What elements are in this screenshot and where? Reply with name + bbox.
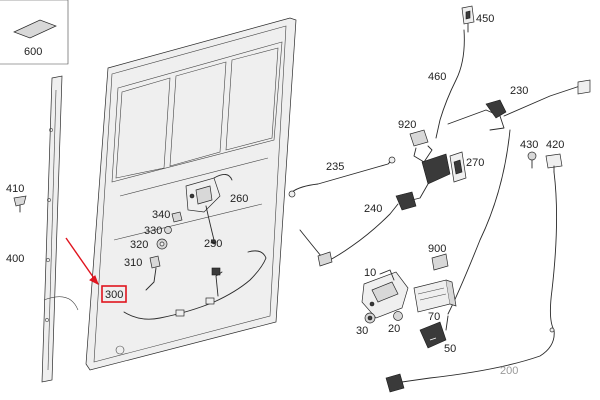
bracket-450	[461, 5, 475, 33]
part-label-300[interactable]: 300	[105, 289, 123, 301]
part-label-260[interactable]: 260	[230, 193, 248, 205]
part-label-250[interactable]: 250	[204, 238, 222, 250]
part-label-50[interactable]: 50	[444, 343, 456, 355]
highlight-box-300	[101, 285, 127, 303]
part-label-340[interactable]: 340	[152, 209, 170, 221]
part-label-10[interactable]: 10	[364, 267, 376, 279]
part-340	[171, 211, 183, 223]
part-label-420[interactable]: 420	[546, 139, 564, 151]
part-label-430[interactable]: 430	[520, 139, 538, 151]
part-30	[364, 312, 376, 324]
part-label-230[interactable]: 230	[510, 85, 528, 97]
part-label-240[interactable]: 240	[364, 203, 382, 215]
part-label-320[interactable]: 320	[130, 239, 148, 251]
cable-200	[385, 129, 558, 393]
actuator-50	[419, 315, 449, 349]
part-label-310[interactable]: 310	[124, 257, 142, 269]
part-270	[449, 151, 467, 183]
part-label-30[interactable]: 30	[356, 325, 368, 337]
part-label-460[interactable]: 460	[428, 71, 446, 83]
part-label-20[interactable]: 20	[388, 323, 400, 335]
lock-10	[361, 269, 409, 319]
label-sticker-icon	[13, 19, 57, 39]
cable-250	[205, 205, 217, 245]
part-330	[164, 226, 172, 234]
part-320	[156, 238, 168, 250]
part-label-400[interactable]: 400	[6, 253, 24, 265]
part-label-450[interactable]: 450	[476, 13, 494, 25]
rod-230	[447, 79, 591, 131]
clip-410	[13, 195, 27, 213]
part-310	[145, 255, 161, 291]
connector-icon	[211, 267, 221, 276]
rod-235	[288, 156, 396, 198]
rail-400	[41, 75, 79, 383]
part-label-330[interactable]: 330	[144, 225, 162, 237]
part-label-600[interactable]: 600	[24, 46, 42, 58]
part-label-410[interactable]: 410	[6, 183, 24, 195]
part-label-70[interactable]: 70	[428, 311, 440, 323]
striker-420	[545, 153, 563, 173]
cable-460	[435, 29, 465, 139]
inner-lock-260	[185, 174, 233, 213]
control-unit-70	[413, 279, 457, 313]
part-20	[393, 311, 403, 321]
cable-240	[299, 191, 417, 267]
part-label-920[interactable]: 920	[398, 119, 416, 131]
part-label-235[interactable]: 235	[326, 161, 344, 173]
module-920	[409, 129, 451, 201]
wiring-harness-300	[123, 250, 267, 320]
bolt-430	[527, 151, 537, 169]
module-900	[431, 253, 449, 271]
part-label-900[interactable]: 900	[428, 243, 446, 255]
highlight-300	[65, 237, 127, 303]
part-label-270[interactable]: 270	[466, 157, 484, 169]
part-label-200[interactable]: 200	[500, 365, 518, 377]
inset-box-600: 600	[0, 0, 69, 65]
